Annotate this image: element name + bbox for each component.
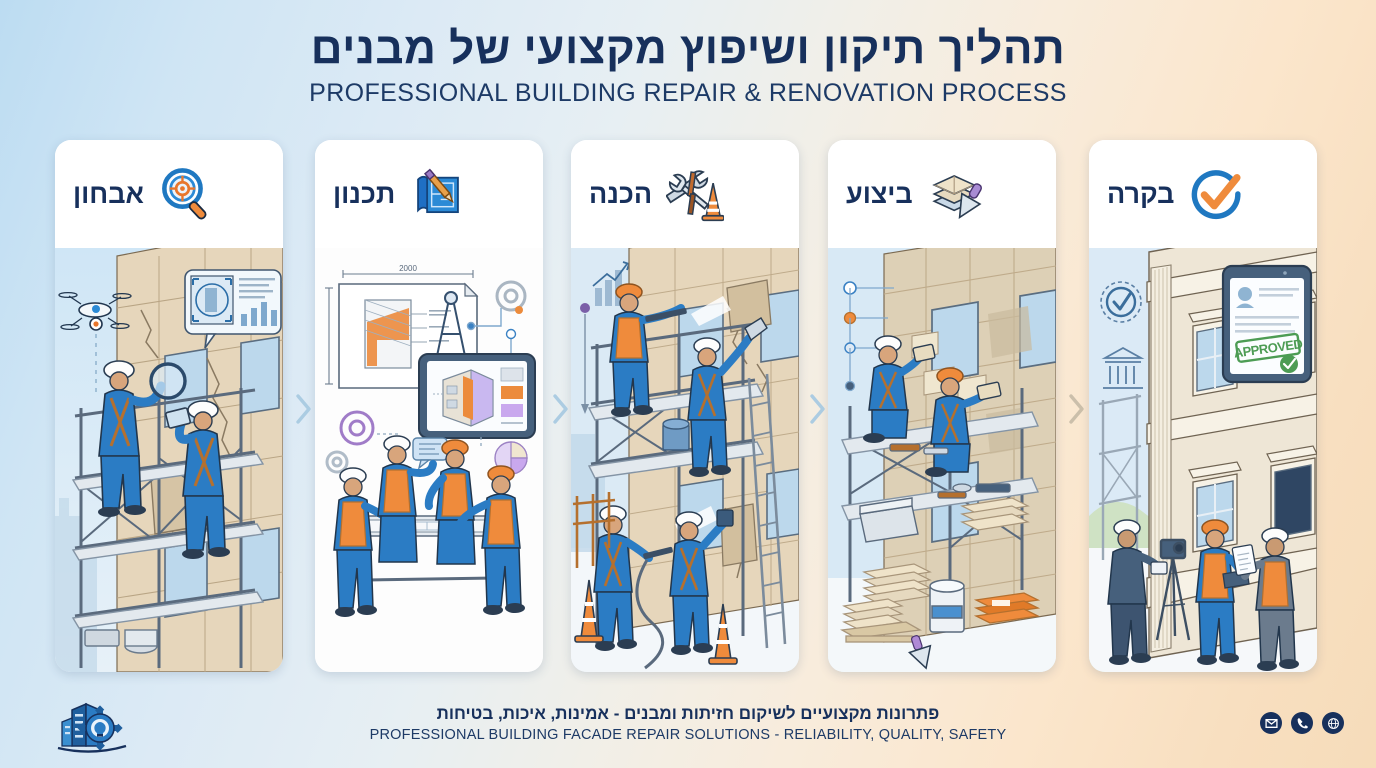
step-5-illustration: APPROVED — [1089, 248, 1317, 672]
page-title-hebrew: תהליך תיקון ושיפוץ מקצועי של מבנים — [310, 24, 1066, 73]
step-4-header: ביצוע — [828, 140, 1056, 248]
envelope-icon[interactable] — [1260, 712, 1282, 734]
process-steps-row: אבחון — [0, 140, 1376, 675]
step-1-title: אבחון — [73, 178, 144, 209]
page-title-english: PROFESSIONAL BUILDING REPAIR & RENOVATIO… — [309, 78, 1067, 107]
step-3-header: הכנה — [571, 140, 799, 248]
blueprint-pencil-icon — [409, 165, 467, 223]
dimension-label-2000: 2000 — [399, 264, 417, 273]
globe-icon[interactable] — [1322, 712, 1344, 734]
step-arrow-2-to-3 — [549, 392, 571, 426]
step-2-illustration: 2000 — [315, 248, 543, 672]
step-card-1[interactable]: אבחון — [55, 140, 283, 672]
magnifier-target-icon — [158, 165, 216, 223]
step-3-title: הכנה — [589, 178, 653, 209]
company-logo — [56, 698, 128, 756]
step-arrow-4-to-5 — [1065, 392, 1087, 426]
step-2-title: תכנון — [333, 178, 396, 209]
contact-icons — [1260, 712, 1344, 734]
step-1-header: אבחון — [55, 140, 283, 248]
step-3-illustration — [571, 248, 799, 672]
page-header: תהליך תיקון ושיפוץ מקצועי של מבנים PROFE… — [0, 24, 1376, 108]
step-1-illustration — [55, 248, 283, 672]
step-card-3[interactable]: הכנה — [571, 140, 799, 672]
tools-cone-icon — [665, 165, 725, 223]
step-2-header: תכנון — [315, 140, 543, 248]
step-5-header: בקרה — [1089, 140, 1317, 248]
phone-icon[interactable] — [1291, 712, 1313, 734]
step-arrow-1-to-2 — [292, 392, 314, 426]
step-5-title: בקרה — [1107, 178, 1175, 209]
step-arrow-3-to-4 — [806, 392, 828, 426]
footer-tagline: פתרונות מקצועיים לשיקום חזיתות ומבנים - … — [0, 703, 1376, 743]
step-4-title: ביצוע — [846, 178, 913, 209]
step-4-illustration — [828, 248, 1056, 672]
step-card-4[interactable]: ביצוע — [828, 140, 1056, 672]
footer-text-hebrew: פתרונות מקצועיים לשיקום חזיתות ומבנים - … — [436, 704, 940, 723]
step-card-2[interactable]: תכנון 2000 — [315, 140, 543, 672]
tiles-trowel-icon — [927, 165, 985, 223]
step-card-5[interactable]: בקרה — [1089, 140, 1317, 672]
check-circle-icon — [1188, 165, 1246, 223]
footer-text-english: PROFESSIONAL BUILDING FACADE REPAIR SOLU… — [369, 727, 1007, 744]
